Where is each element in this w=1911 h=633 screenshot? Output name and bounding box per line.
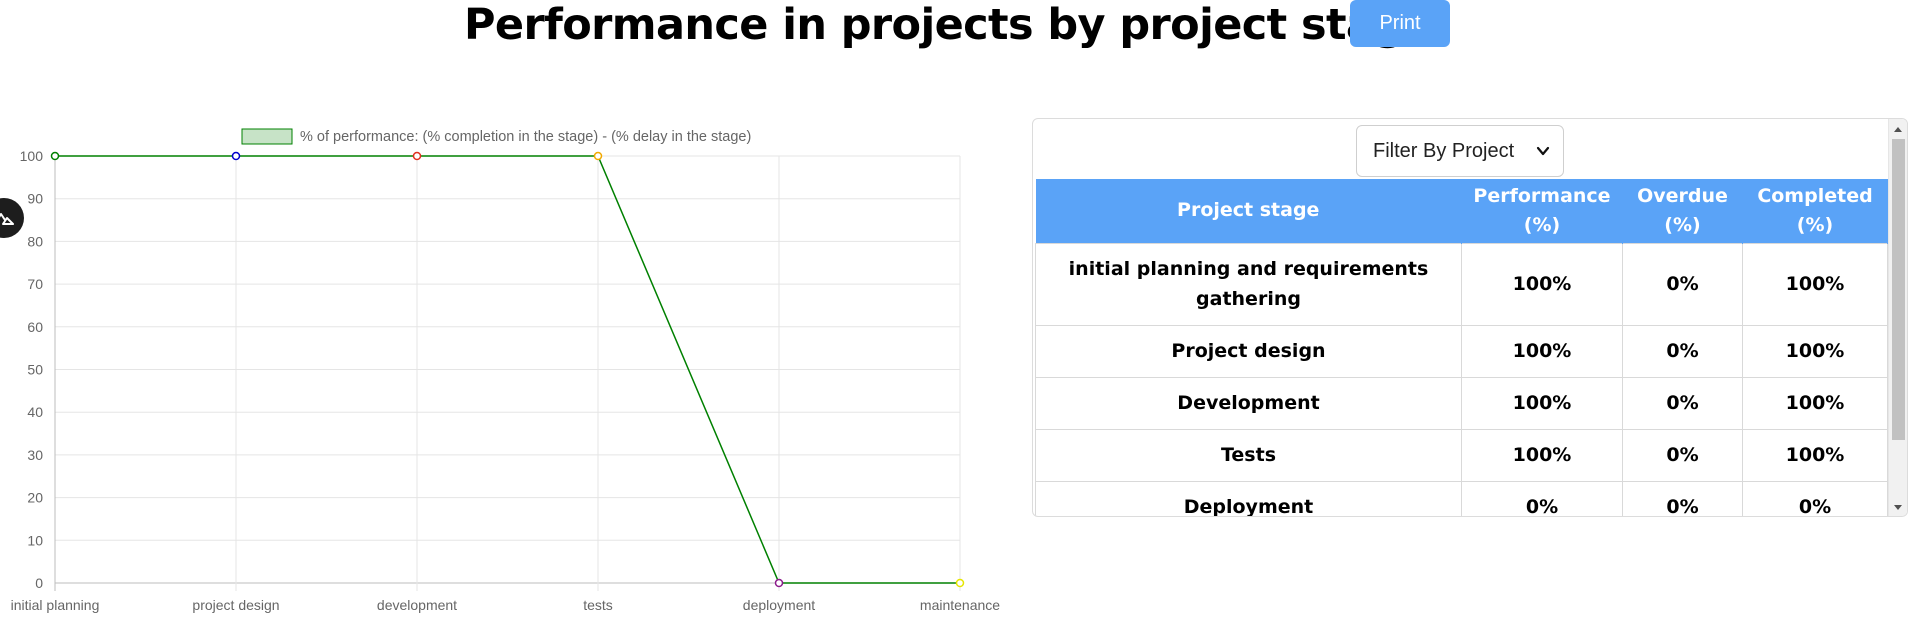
y-tick-label: 30 [27,447,43,463]
cell-performance: 100% [1461,242,1623,326]
scroll-up-arrow-icon[interactable] [1894,127,1902,132]
y-tick-label: 90 [27,191,43,207]
cell-stage: Development [1035,376,1462,430]
data-point [955,578,965,588]
cell-overdue: 0% [1622,376,1743,430]
cell-completed: 100% [1742,376,1888,430]
y-tick-label: 100 [20,148,44,164]
performance-line-chart: 0 10 20 30 40 50 60 70 80 90 100 initial planning pr… [0,118,1010,633]
cell-overdue: 0% [1622,428,1743,482]
table-row: Deployment 0% 0% 0% [1035,480,1888,516]
cell-completed: 100% [1742,324,1888,378]
x-tick-label: maintenance [920,597,1000,613]
cell-completed: 0% [1742,480,1888,516]
chevron-down-icon [1536,146,1550,156]
series-line [55,155,960,584]
data-point [774,578,784,588]
page-title: Performance in projects by project stage [464,0,1434,50]
data-point [593,151,603,161]
header-project-stage: Project stage [1035,179,1462,243]
cell-stage: initial planning and requirements gather… [1035,242,1462,326]
legend-label: % of performance: (% completion in the s… [300,129,751,145]
cell-performance: 100% [1461,324,1623,378]
table-header-row: Project stage Performance(%) Overdue(%) … [1035,179,1888,243]
cell-performance: 100% [1461,428,1623,482]
y-tick-label: 50 [27,362,43,378]
scroll-thumb[interactable] [1892,139,1905,440]
cell-stage: Project design [1035,324,1462,378]
y-tick-label: 20 [27,490,43,506]
cell-completed: 100% [1742,242,1888,326]
table-row: initial planning and requirements gather… [1035,242,1888,326]
x-tick-label: initial planning [11,597,100,613]
stage-table: Project stage Performance(%) Overdue(%) … [1035,179,1888,516]
y-tick-label: 0 [35,575,43,591]
table-row: Development 100% 0% 100% [1035,376,1888,430]
mountain-logo-icon [0,213,14,225]
stage-table-panel: Filter By Project Project stage Performa… [1032,118,1908,517]
x-tick-label: tests [583,597,613,613]
project-filter-value: Filter By Project [1373,139,1515,162]
print-button[interactable]: Print [1350,0,1450,47]
filter-row: Filter By Project [1033,119,1889,179]
data-point [231,151,241,161]
x-tick-label: development [377,597,457,613]
header-completed: Completed(%) [1742,179,1888,243]
x-tick-label: project design [192,597,279,613]
cell-overdue: 0% [1622,242,1743,326]
cell-stage: Deployment [1035,480,1462,516]
header-performance: Performance(%) [1461,179,1623,243]
project-filter-select[interactable]: Filter By Project [1356,125,1564,177]
header: Performance in projects by project stage… [0,0,1911,60]
cell-overdue: 0% [1622,324,1743,378]
table-scrollbar[interactable] [1888,119,1907,516]
legend-swatch [241,128,293,145]
data-point [50,151,60,161]
cell-stage: Tests [1035,428,1462,482]
cell-completed: 100% [1742,428,1888,482]
cell-performance: 0% [1461,480,1623,516]
x-tick-label: deployment [743,597,815,613]
y-tick-label: 40 [27,404,43,420]
header-overdue: Overdue(%) [1622,179,1743,243]
y-tick-label: 10 [27,532,43,548]
cell-performance: 100% [1461,376,1623,430]
y-tick-label: 80 [27,233,43,249]
data-point [412,151,422,161]
y-tick-label: 70 [27,276,43,292]
table-row: Tests 100% 0% 100% [1035,428,1888,482]
cell-overdue: 0% [1622,480,1743,516]
y-tick-label: 60 [27,319,43,335]
table-row: Project design 100% 0% 100% [1035,324,1888,378]
scroll-down-arrow-icon[interactable] [1894,505,1902,510]
